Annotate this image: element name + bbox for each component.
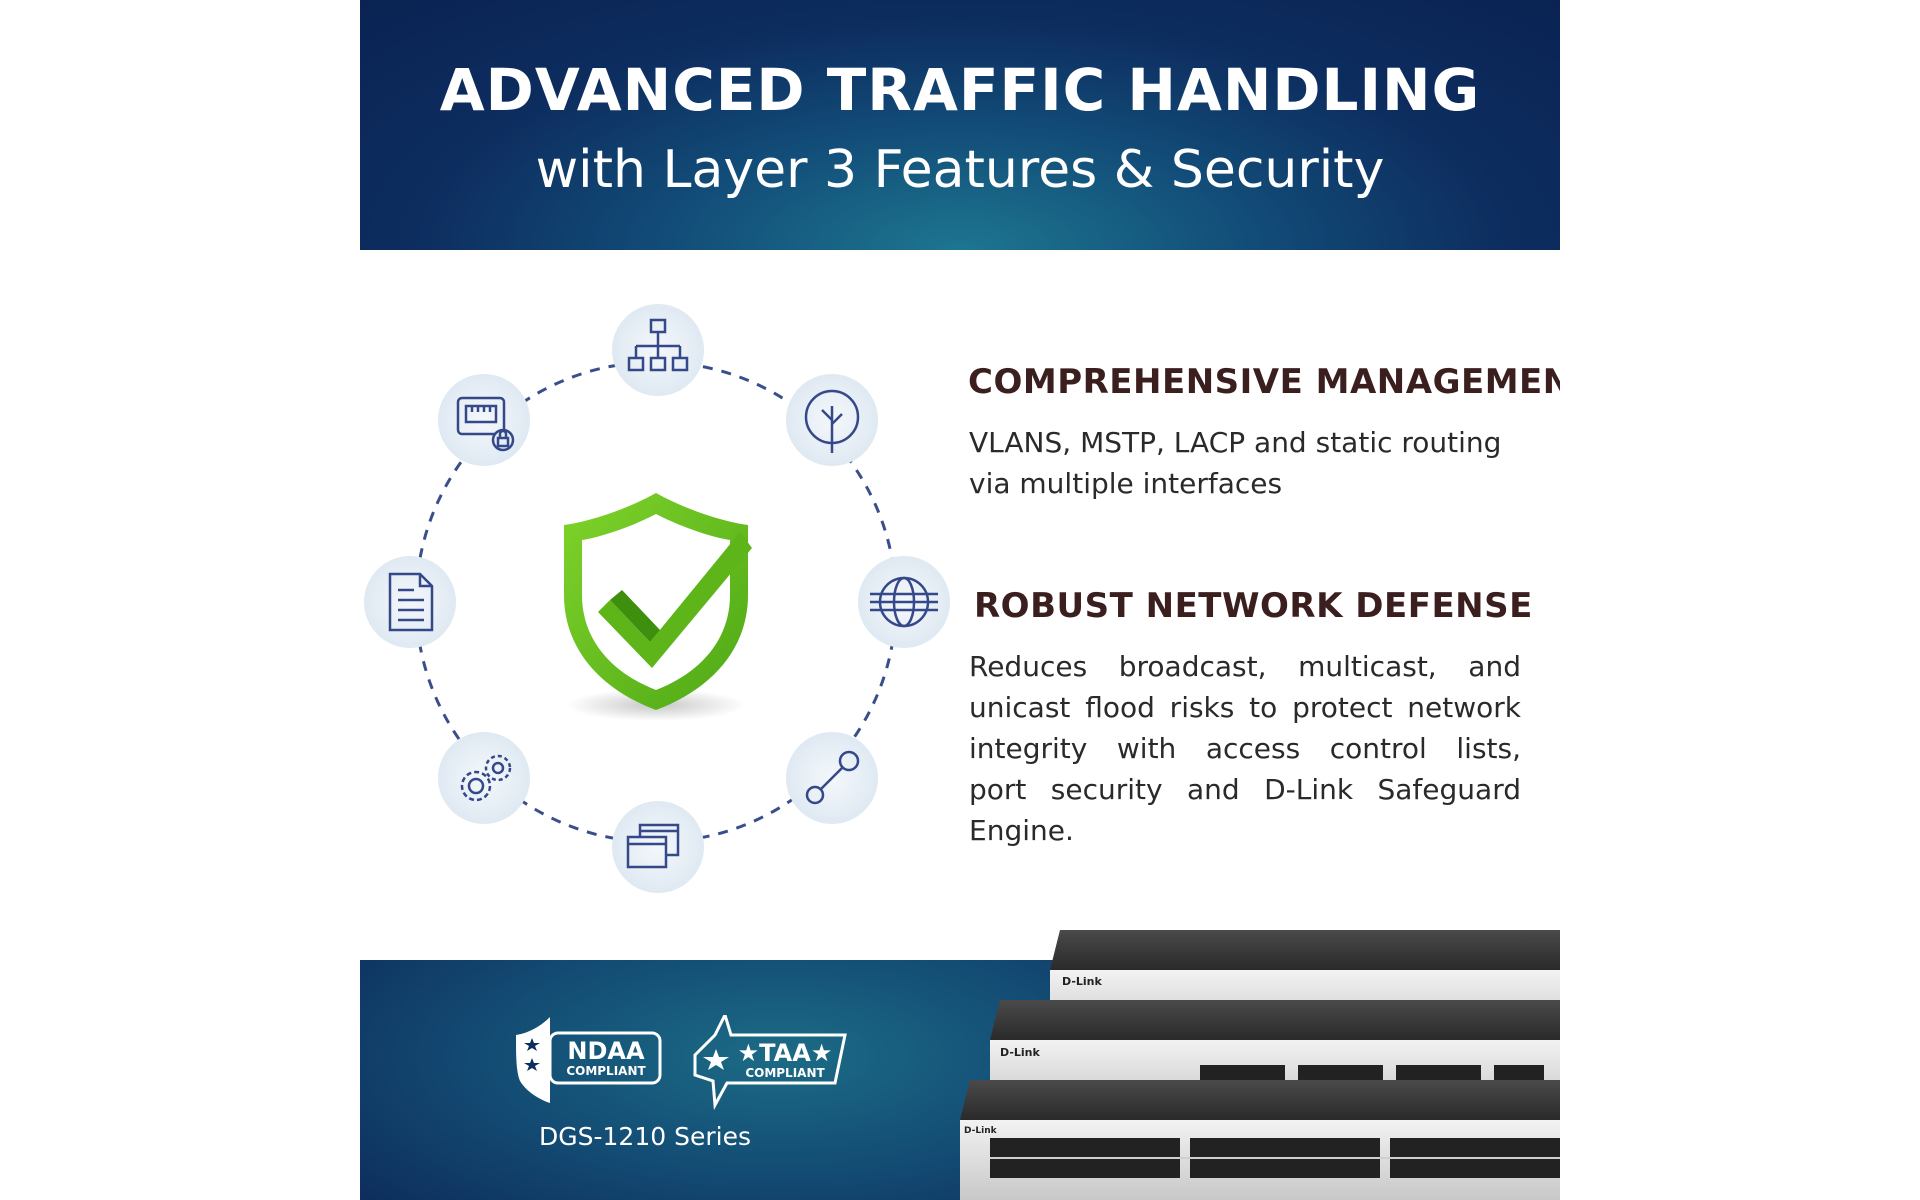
- footer-banner: NDAA COMPLIANT ★TAA★ COMPLIANT DGS-1210 …: [360, 930, 1560, 1200]
- feature-text-line: unicast flood risks to protect network: [969, 691, 1521, 724]
- gear-icon: [438, 732, 530, 824]
- shield-check-icon: [564, 493, 752, 721]
- switch-stack-image: D-Link D-Link: [960, 930, 1560, 1200]
- feature-text-line: via multiple interfaces: [969, 467, 1283, 500]
- feature-text-line: integrity with access control lists,: [969, 732, 1521, 765]
- ndaa-badge: NDAA COMPLIANT: [516, 1017, 662, 1103]
- feature-text-line: VLANS, MSTP, LACP and static routing: [969, 426, 1502, 459]
- switch-brand-label: D-Link: [964, 1126, 998, 1136]
- taa-badge-title: ★TAA★: [738, 1039, 833, 1067]
- taa-badge-sub: COMPLIANT: [745, 1066, 825, 1080]
- header-banner: ADVANCED TRAFFIC HANDLING with Layer 3 F…: [360, 0, 1560, 250]
- link-icon: [786, 732, 878, 824]
- ndaa-badge-sub: COMPLIANT: [566, 1064, 646, 1078]
- feature-title-management: COMPREHENSIVE MANAGEMENT: [968, 362, 1560, 402]
- feature-text-defense: Reduces broadcast, multicast, and unicas…: [969, 646, 1521, 851]
- taa-badge: ★TAA★ COMPLIANT: [693, 1015, 847, 1111]
- document-icon: [364, 556, 456, 648]
- ndaa-badge-title: NDAA: [567, 1037, 645, 1065]
- tree-icon: [786, 374, 878, 466]
- switch-brand-label: D-Link: [1000, 1046, 1041, 1059]
- feature-text-line: port security and D-Link Safeguard: [969, 773, 1521, 806]
- features-section: COMPREHENSIVE MANAGEMENT VLANS, MSTP, LA…: [360, 250, 1560, 960]
- globe-icon: [858, 556, 950, 648]
- page-subtitle: with Layer 3 Features & Security: [535, 140, 1385, 200]
- feature-text-line: Engine.: [969, 814, 1074, 847]
- switch-brand-label: D-Link: [1062, 975, 1103, 988]
- compliance-badges: NDAA COMPLIANT ★TAA★ COMPLIANT: [516, 1015, 847, 1111]
- feature-diagram: [364, 304, 950, 893]
- product-series-label: DGS-1210 Series: [539, 1122, 751, 1151]
- switch-large: D-Link: [960, 1080, 1560, 1200]
- windows-icon: [612, 801, 704, 893]
- product-infographic: ADVANCED TRAFFIC HANDLING with Layer 3 F…: [360, 0, 1560, 1200]
- feature-title-defense: ROBUST NETWORK DEFENSE: [974, 586, 1533, 626]
- ethernet-lock-icon: [438, 374, 530, 466]
- feature-text-management: VLANS, MSTP, LACP and static routing via…: [969, 422, 1529, 504]
- network-hierarchy-icon: [612, 304, 704, 396]
- page-title: ADVANCED TRAFFIC HANDLING: [439, 56, 1481, 124]
- feature-text-line: Reduces broadcast, multicast, and: [969, 650, 1521, 683]
